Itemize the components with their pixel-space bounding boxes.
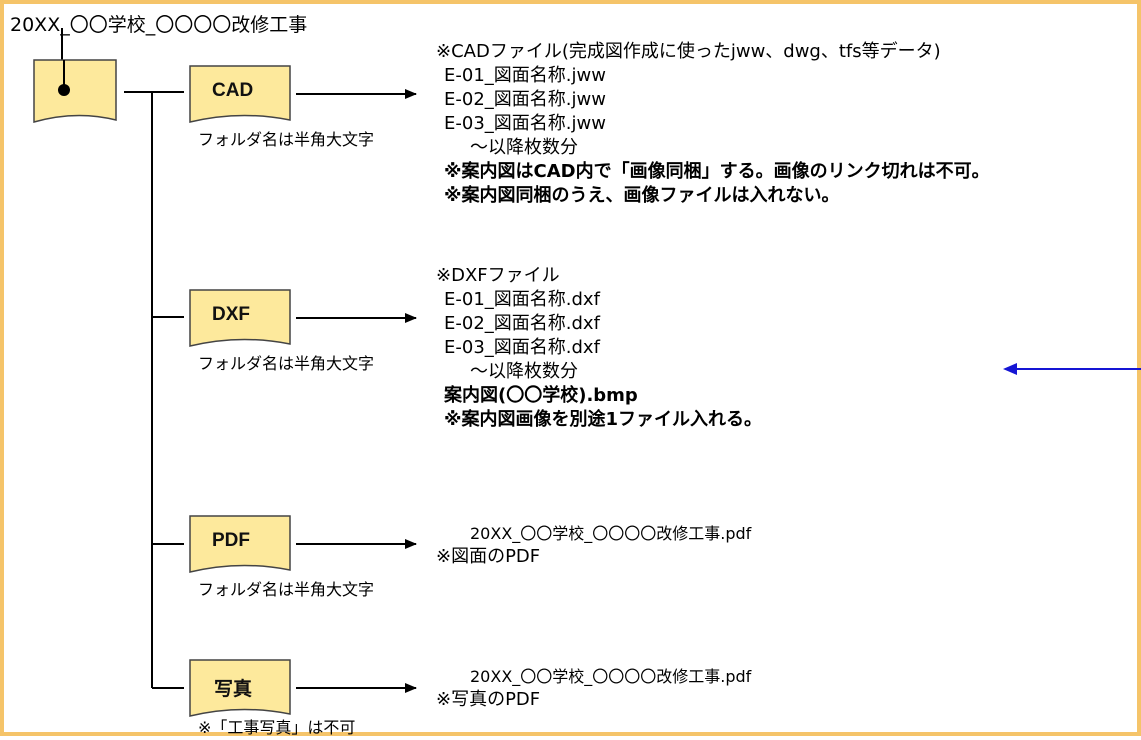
folder-pdf-icon [189, 515, 291, 573]
content-line: E-02_図面名称.jww [444, 89, 606, 110]
content-line: E-01_図面名称.jww [444, 65, 606, 86]
folder-photo-icon [189, 659, 291, 717]
folder-photo-note: ※「工事写真」は不可 [198, 718, 356, 737]
content-line: ～以降枚数分 [470, 137, 578, 158]
content-line: ※CADファイル(完成図作成に使ったjww、dwg、tfs等データ) [436, 41, 941, 62]
content-line: 20XX_〇〇学校_〇〇〇〇改修工事.pdf [470, 667, 752, 686]
content-line: ※案内図画像を別途1ファイル入れる。 [444, 409, 763, 430]
content-line: ※案内図はCAD内で「画像同梱」する。画像のリンク切れは不可。 [444, 161, 990, 182]
folder-cad-icon [189, 65, 291, 123]
content-line: 20XX_〇〇学校_〇〇〇〇改修工事.pdf [470, 524, 752, 543]
cad-contents: ※CADファイル(完成図作成に使ったjww、dwg、tfs等データ) E-01_図… [436, 40, 990, 208]
content-line: E-01_図面名称.dxf [444, 289, 600, 310]
pdf-contents: 20XX_〇〇学校_〇〇〇〇改修工事.pdf ※図面のPDF [436, 523, 751, 569]
folder-photo-label: 写真 [214, 679, 253, 700]
folder-cad-note: フォルダ名は半角大文字 [198, 130, 375, 149]
content-line: ※案内図同梱のうえ、画像ファイルは入れない。 [444, 185, 840, 206]
folder-dxf-icon [189, 289, 291, 347]
content-line: E-03_図面名称.jww [444, 113, 606, 134]
folder-cad-label: CAD [212, 80, 254, 101]
content-line: E-03_図面名称.dxf [444, 337, 600, 358]
folder-dxf-note: フォルダ名は半角大文字 [198, 354, 375, 373]
content-line: 案内図(〇〇学校).bmp [444, 385, 638, 406]
content-line: ※図面のPDF [436, 546, 541, 567]
content-line: ※写真のPDF [436, 689, 541, 710]
content-line: ※DXFファイル [436, 265, 560, 286]
content-line: E-02_図面名称.dxf [444, 313, 600, 334]
root-folder-icon [33, 59, 117, 123]
folder-dxf-label: DXF [212, 304, 250, 325]
photo-contents: 20XX_〇〇学校_〇〇〇〇改修工事.pdf ※写真のPDF [436, 666, 751, 712]
folder-pdf-note: フォルダ名は半角大文字 [198, 580, 375, 599]
folder-pdf-label: PDF [212, 530, 250, 551]
content-line: ～以降枚数分 [470, 361, 578, 382]
root-folder-title: 20XX_〇〇学校_〇〇〇〇改修工事 [10, 14, 308, 36]
connector-layer [33, 28, 1141, 717]
